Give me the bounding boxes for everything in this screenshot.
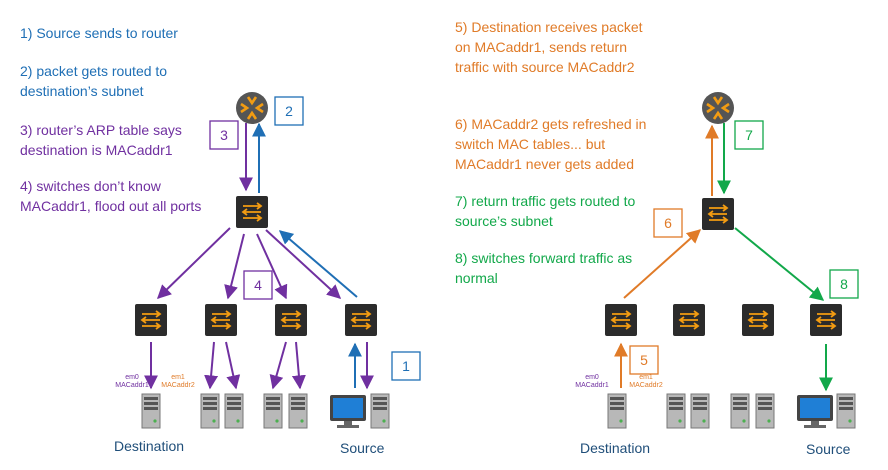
arrow-sw4-to-core [278, 230, 358, 298]
workstation-icon [797, 395, 833, 428]
arrow-core-to-sw4 [265, 229, 342, 299]
arrow-core-to-sw1 [156, 227, 231, 299]
mac2-text: MACaddr2 [161, 382, 195, 389]
server-icon [288, 393, 308, 429]
server-icon [666, 393, 686, 429]
em0-label-right: em0 MACaddr1 [574, 374, 610, 390]
switch-icon [344, 303, 378, 337]
em1-text: em1 [171, 374, 185, 381]
step-box-3 [209, 120, 239, 150]
workstation-icon [330, 395, 366, 428]
mac2-text: MACaddr2 [629, 382, 663, 389]
arrow-core-to-sw3 [256, 233, 288, 300]
arrow-sw2-to-host-b [225, 341, 241, 390]
arrow-core-to-sw4-right [734, 227, 825, 301]
switch-icon [235, 195, 269, 229]
step-number-3: 3 [220, 127, 228, 143]
source-label-right: Source [806, 441, 851, 457]
switch-icon [672, 303, 706, 337]
switch-icon [204, 303, 238, 337]
server-icon [690, 393, 710, 429]
step-number-8: 8 [840, 276, 848, 292]
step-box-7 [734, 120, 764, 150]
destination-label-right: Destination [580, 440, 651, 456]
note-step-4: 4) switches don’t know MACaddr1, flood o… [20, 178, 202, 214]
step-box-6 [653, 208, 683, 238]
step-number-7: 7 [745, 127, 753, 143]
note-step-1: 1) Source sends to router [20, 25, 178, 41]
arrow-core-to-sw2 [224, 233, 245, 300]
switch-icon [274, 303, 308, 337]
note-step-3: 3) router’s ARP table says destination i… [20, 122, 182, 158]
switch-icon [701, 197, 735, 231]
server-icon [607, 393, 627, 429]
step-number-1: 1 [402, 358, 410, 374]
switch-icon [741, 303, 775, 337]
server-icon [224, 393, 244, 429]
em0-label-left: em0 MACaddr1 [114, 374, 150, 390]
step-number-4: 4 [254, 277, 262, 293]
step-number-5: 5 [640, 352, 648, 368]
em1-label-left: em1 MACaddr2 [158, 374, 198, 390]
arrow-sw2-to-host-a [204, 341, 219, 390]
router-icon [234, 90, 270, 126]
arrow-sw1-to-core-right [623, 229, 702, 299]
server-icon [755, 393, 775, 429]
em1-label-right: em1 MACaddr2 [626, 374, 666, 390]
switch-icon [604, 303, 638, 337]
server-icon [141, 393, 161, 429]
step-box-5 [629, 345, 659, 375]
switch-icon [809, 303, 843, 337]
destination-label-left: Destination [114, 438, 185, 454]
mac1-text: MACaddr1 [575, 382, 609, 389]
server-icon [836, 393, 856, 429]
em1-text: em1 [639, 374, 653, 381]
server-icon [370, 393, 390, 429]
step-box-2 [274, 96, 304, 126]
note-step-8: 8) switches forward traffic as normal [455, 250, 633, 286]
server-icon [730, 393, 750, 429]
step-number-2: 2 [285, 103, 293, 119]
step-box-4 [243, 270, 273, 300]
server-icon [200, 393, 220, 429]
mac1-text: MACaddr1 [115, 382, 149, 389]
note-step-5: 5) Destination receives packet on MACadd… [455, 19, 643, 75]
note-step-7: 7) return traffic gets routed to source’… [455, 193, 636, 229]
router-icon [700, 90, 736, 126]
source-label-left: Source [340, 440, 385, 456]
server-icon [263, 393, 283, 429]
switch-icon [134, 303, 168, 337]
arrow-sw3-to-host-b [291, 341, 306, 390]
arrow-sw3-to-host-a [269, 341, 287, 390]
em0-text: em0 [125, 374, 139, 381]
em0-text: em0 [585, 374, 599, 381]
note-step-2: 2) packet gets routed to destination’s s… [20, 63, 168, 99]
step-box-8 [829, 269, 859, 299]
step-box-1 [391, 351, 421, 381]
step-number-6: 6 [664, 215, 672, 231]
note-step-6: 6) MACaddr2 gets refreshed in switch MAC… [455, 116, 647, 172]
